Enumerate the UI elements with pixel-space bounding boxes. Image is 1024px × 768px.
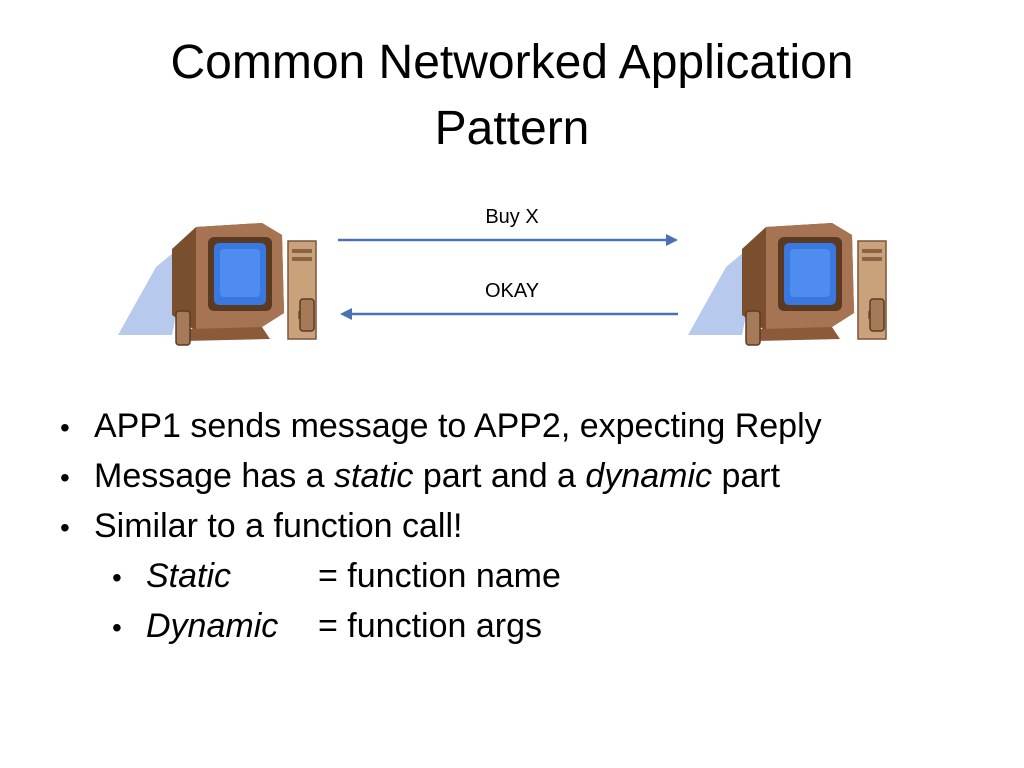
request-arrow (338, 234, 678, 246)
bullet-text-part: part and a (413, 457, 586, 495)
slide-title-line2: Pattern (434, 102, 590, 155)
sub-bullet-value: = function name (318, 557, 561, 595)
bullet-marker: • (60, 412, 70, 443)
bullet-marker: • (112, 562, 122, 593)
dynamic-term: dynamic (585, 457, 713, 495)
message-arrows (338, 234, 678, 320)
sub-bullet-item: • Static = function name (60, 552, 960, 602)
bullet-list: • APP1 sends message to APP2, expecting … (60, 402, 960, 652)
bullet-marker: • (112, 612, 122, 643)
bullet-text: APP1 sends message to APP2, expecting Re… (94, 407, 822, 445)
request-message-label: Buy X (485, 206, 539, 228)
bullet-item: • APP1 sends message to APP2, expecting … (60, 402, 960, 452)
sub-bullet-term: Static (146, 557, 232, 595)
desktop-computer-icon (118, 223, 317, 346)
reply-arrow (340, 308, 678, 320)
slide-title: Common Networked Application Pattern (60, 30, 964, 162)
bullet-marker: • (60, 512, 70, 543)
bullet-text: Similar to a function call! (94, 507, 463, 545)
reply-message-label: OKAY (484, 280, 540, 302)
desktop-computer-icon (688, 223, 887, 346)
bullet-text-part: part (712, 457, 781, 495)
sub-bullet-item: • Dynamic = function args (60, 602, 960, 652)
bullet-item: • Similar to a function call! (60, 502, 960, 552)
bullet-text: Message has a static part and a dynamic … (94, 452, 780, 500)
bullet-marker: • (60, 462, 70, 493)
slide-title-line1: Common Networked Application (170, 36, 854, 89)
sub-bullet-value: = function args (318, 607, 542, 645)
bullet-text-part: Message has a (94, 457, 335, 495)
sub-bullet-term: Dynamic (146, 607, 279, 645)
static-term: static (334, 457, 414, 495)
bullet-item: • Message has a static part and a dynami… (60, 452, 960, 502)
